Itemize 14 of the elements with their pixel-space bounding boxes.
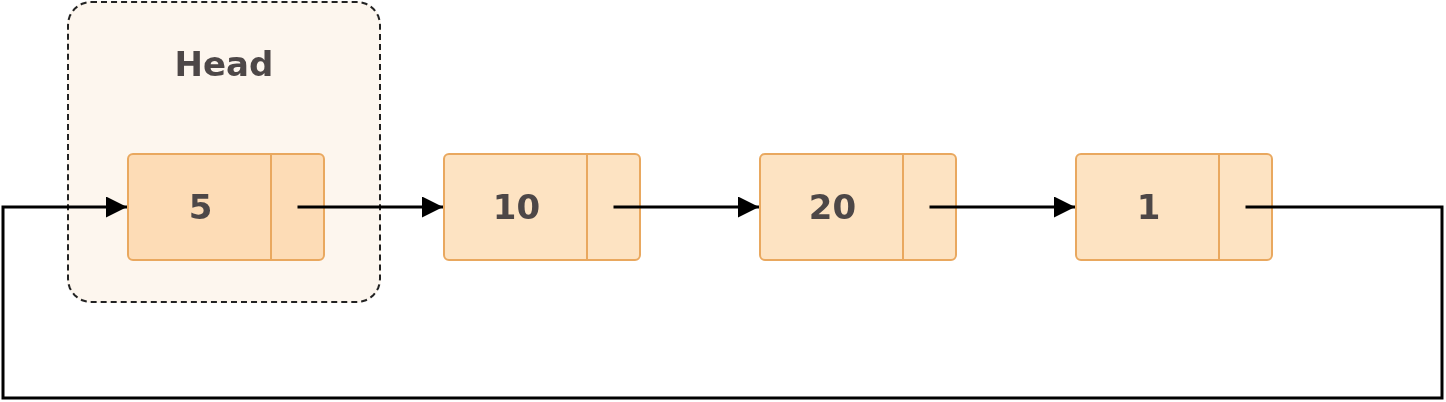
node-value: 20: [807, 185, 858, 229]
arrow: [929, 196, 1075, 218]
node-value: 1: [1135, 185, 1162, 229]
group-title: Head: [173, 47, 275, 81]
list-node-box: [1075, 153, 1273, 261]
head-group-box: [67, 1, 381, 303]
list-node-box: [443, 153, 641, 261]
node-value: 5: [187, 185, 214, 229]
list-node-box: [759, 153, 957, 261]
arrow: [297, 196, 443, 218]
arrow: [613, 196, 759, 218]
node-value: 10: [491, 185, 542, 229]
arrow: [1, 196, 1444, 400]
list-node-box: [127, 153, 325, 261]
